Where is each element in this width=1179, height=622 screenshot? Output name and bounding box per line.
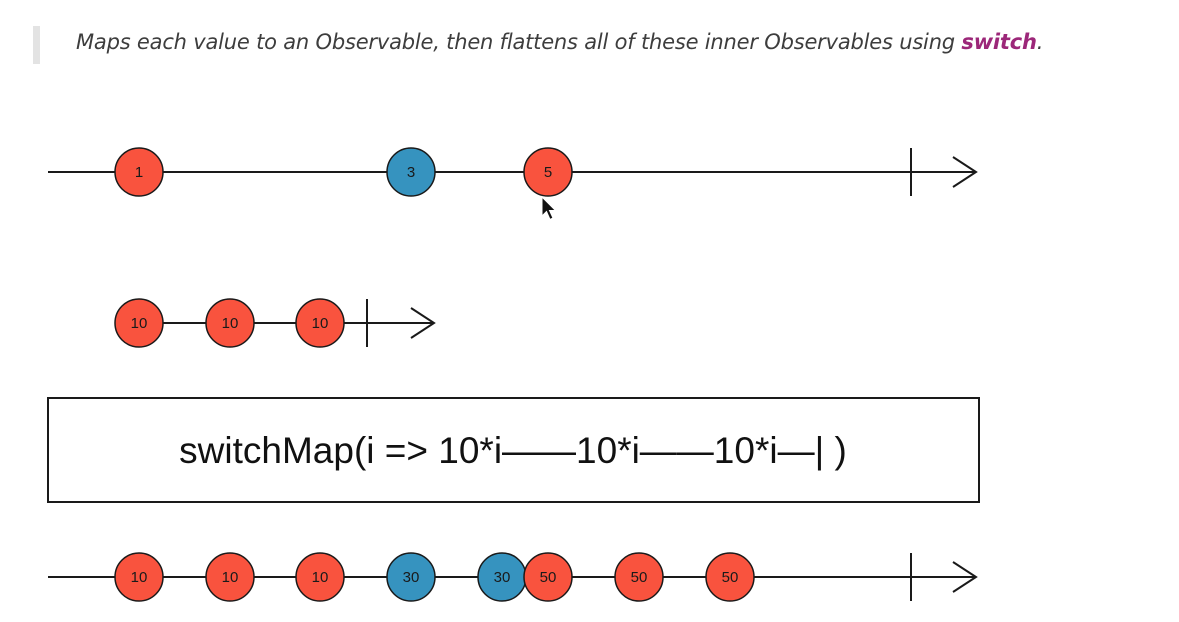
output-marble-4-label: 30 xyxy=(403,569,420,586)
output-marble-6-label: 50 xyxy=(540,569,557,586)
inner-marble-3-circle xyxy=(295,298,345,348)
operator-description: Maps each value to an Observable, then f… xyxy=(76,30,1043,54)
inner-marble-1-circle xyxy=(114,298,164,348)
description-period: . xyxy=(1036,30,1044,54)
inner-marble-3-label: 10 xyxy=(312,315,329,332)
inner-marble-3: 10 xyxy=(295,298,345,348)
inner-marble-2: 10 xyxy=(205,298,255,348)
source-marble-5-circle xyxy=(523,147,573,197)
output-marble-3: 10 xyxy=(295,552,345,602)
output-marble-1-label: 10 xyxy=(131,569,148,586)
output-stream: 10 10 10 30 30 50 50 50 xyxy=(48,552,978,602)
source-marble-3-label: 3 xyxy=(407,164,415,181)
output-marble-2-circle xyxy=(205,552,255,602)
output-marble-2-label: 10 xyxy=(222,569,239,586)
output-marble-3-label: 10 xyxy=(312,569,329,586)
inner-stream: 10 10 10 xyxy=(114,298,436,348)
mouse-pointer-icon xyxy=(541,195,557,221)
output-marble-6-circle xyxy=(523,552,573,602)
inner-marble-2-circle xyxy=(205,298,255,348)
output-marble-6: 50 xyxy=(523,552,573,602)
source-marble-5-label: 5 xyxy=(544,164,552,181)
source-marble-1-circle xyxy=(114,147,164,197)
output-marble-8-label: 50 xyxy=(722,569,739,586)
source-stream: 1 3 5 xyxy=(48,147,978,197)
operator-box-frame xyxy=(47,397,980,503)
source-marble-3: 3 xyxy=(386,147,436,197)
output-marble-2: 10 xyxy=(205,552,255,602)
operator-label: switchMap(i => 10*i——10*i——10*i—| ) xyxy=(179,430,847,471)
output-marble-7: 50 xyxy=(614,552,664,602)
inner-marble-1-label: 10 xyxy=(131,315,148,332)
output-marble-3-circle xyxy=(295,552,345,602)
source-marble-3-circle xyxy=(386,147,436,197)
inner-marble-1: 10 xyxy=(114,298,164,348)
output-marble-5-label: 30 xyxy=(494,569,511,586)
output-marble-7-circle xyxy=(614,552,664,602)
switch-keyword-link[interactable]: switch xyxy=(961,30,1037,54)
output-arrowhead xyxy=(952,561,978,593)
inner-marble-2-label: 10 xyxy=(222,315,239,332)
source-marble-5: 5 xyxy=(523,147,573,197)
output-marble-4-circle xyxy=(386,552,436,602)
output-marble-8: 50 xyxy=(705,552,755,602)
blockquote-bar xyxy=(33,26,40,64)
source-marble-1-label: 1 xyxy=(135,164,143,181)
output-marble-7-label: 50 xyxy=(631,569,648,586)
output-marble-1: 10 xyxy=(114,552,164,602)
output-marble-1-circle xyxy=(114,552,164,602)
source-arrowhead xyxy=(952,156,978,188)
output-marble-5: 30 xyxy=(477,552,527,602)
inner-arrowhead xyxy=(410,307,436,339)
description-text: Maps each value to an Observable, then f… xyxy=(76,30,962,54)
output-marble-4: 30 xyxy=(386,552,436,602)
output-marble-8-circle xyxy=(705,552,755,602)
operator-box: switchMap(i => 10*i——10*i——10*i—| ) xyxy=(47,397,980,503)
source-marble-1: 1 xyxy=(114,147,164,197)
